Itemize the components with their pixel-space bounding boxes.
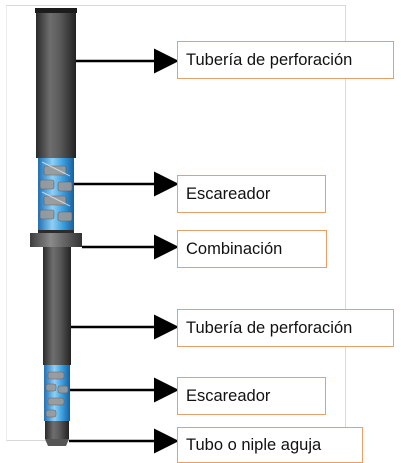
label-scraper-bottom: Escareador bbox=[177, 377, 326, 415]
mule-shoe bbox=[45, 421, 69, 439]
crossover-upper bbox=[38, 230, 74, 233]
lower-drill-pipe bbox=[43, 247, 71, 365]
label-drill-pipe-lower: Tubería de perforación bbox=[177, 309, 394, 347]
mule-shoe-tip bbox=[45, 439, 69, 446]
upper-pipe-top-cap bbox=[35, 8, 77, 13]
label-drill-pipe-top: Tubería de perforación bbox=[177, 41, 394, 79]
label-scraper-top: Escareador bbox=[177, 175, 326, 213]
upper-scraper-body bbox=[38, 158, 74, 230]
label-crossover: Combinación bbox=[177, 230, 327, 268]
label-mule-shoe: Tubo o niple aguja bbox=[177, 427, 363, 463]
crossover-joint bbox=[30, 233, 82, 247]
upper-drill-pipe bbox=[36, 8, 76, 158]
lower-scraper-body bbox=[44, 365, 70, 421]
